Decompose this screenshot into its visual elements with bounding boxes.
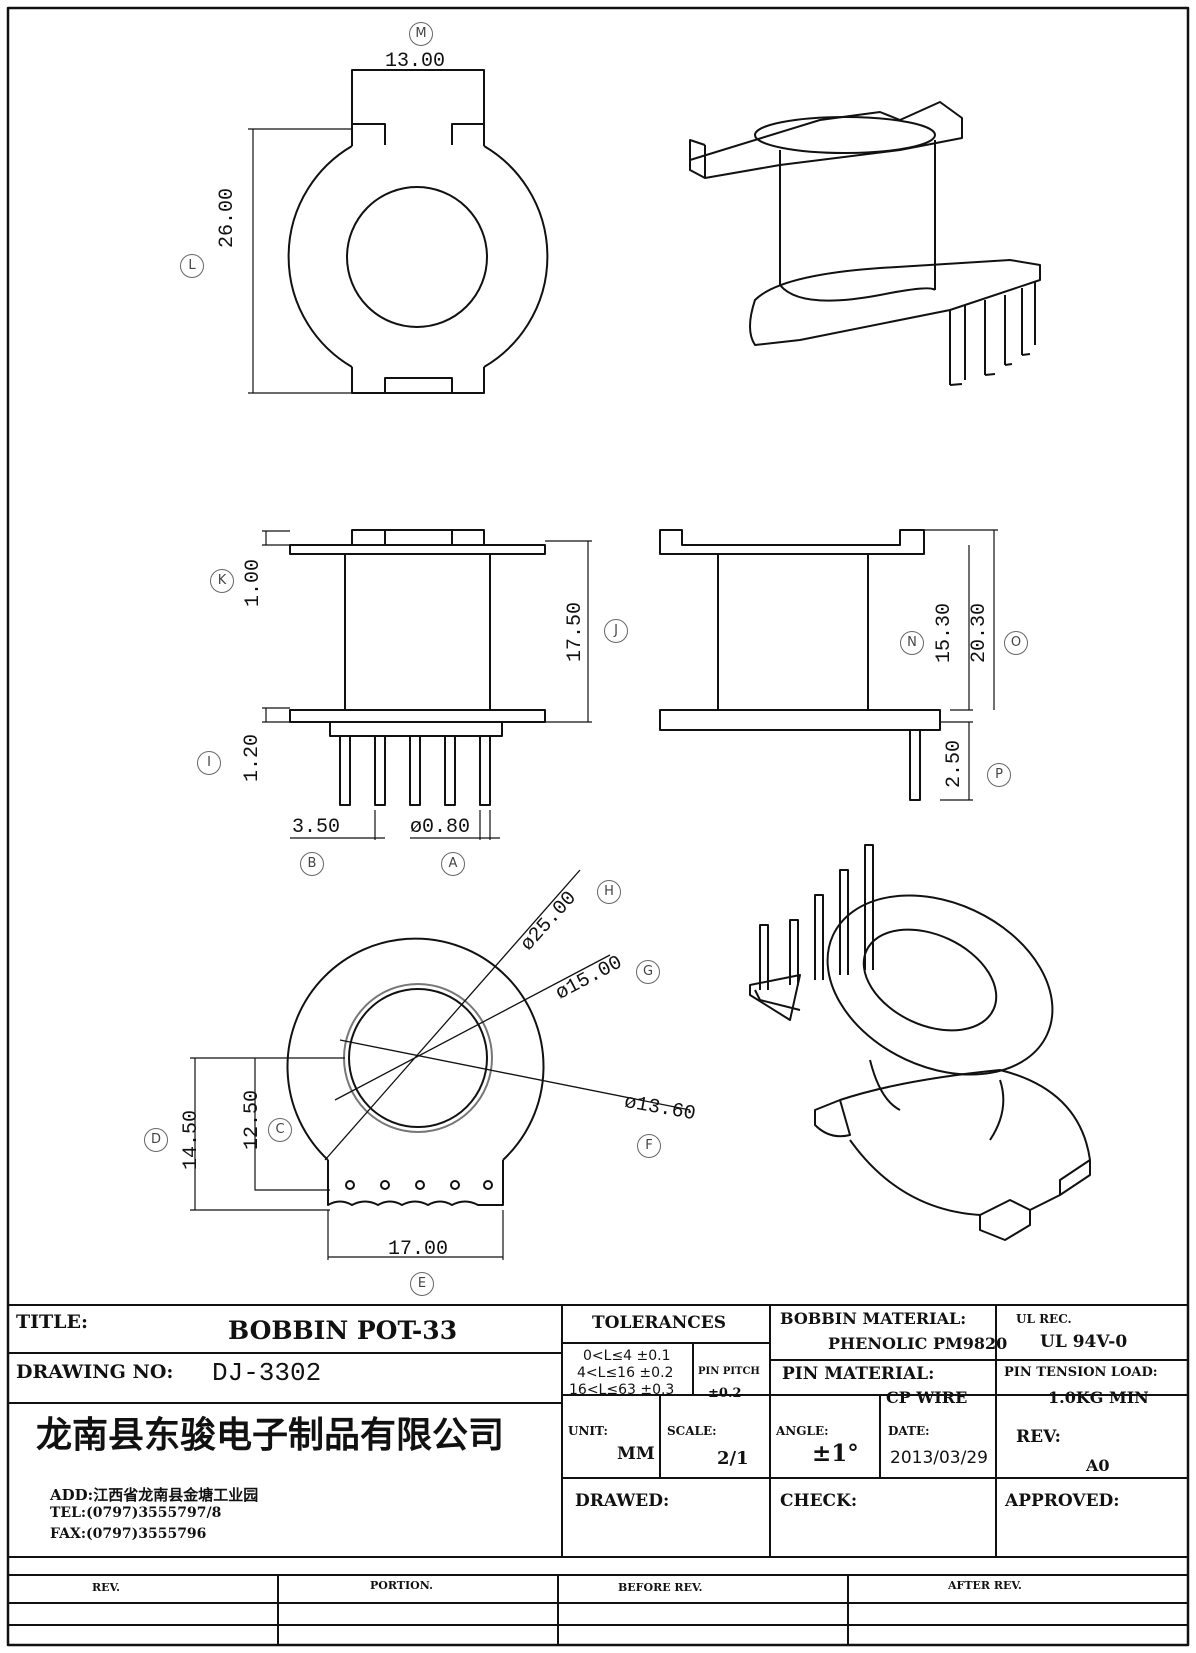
marker-e: E	[410, 1272, 434, 1296]
pin-pitch-value: ±0.2	[708, 1386, 742, 1401]
marker-a: A	[441, 852, 465, 876]
bobbin-material-label: BOBBIN MATERIAL:	[780, 1309, 967, 1328]
drawing-border	[6, 6, 1190, 1647]
tolerance-1: 0<L≤4 ±0.1	[583, 1348, 671, 1364]
pin-material-label: PIN MATERIAL:	[782, 1364, 935, 1384]
side-view-right	[659, 529, 998, 801]
front-view	[248, 69, 549, 394]
unit-value: MM	[617, 1444, 655, 1464]
marker-b: B	[300, 852, 324, 876]
pin-material-value: CP WIRE	[886, 1388, 968, 1407]
dim-i: 1.20	[241, 733, 264, 782]
company-name: 龙南县东骏电子制品有限公司	[36, 1414, 505, 1456]
telephone: TEL:(0797)3555797/8	[50, 1505, 222, 1521]
rev-value: A0	[1086, 1456, 1110, 1475]
portion-column-header: PORTION.	[370, 1579, 433, 1592]
dim-l: 26.00	[216, 187, 239, 248]
drawing-no-label: DRAWING NO:	[16, 1361, 174, 1383]
isometric-view-top	[689, 101, 1041, 386]
marker-n: N	[900, 631, 924, 655]
dim-a: ø0.80	[410, 816, 471, 839]
title-label: TITLE:	[16, 1311, 89, 1333]
ul-value: UL 94V-0	[1040, 1332, 1128, 1352]
dim-b: 3.50	[292, 816, 341, 839]
approved-label: APPROVED:	[1005, 1491, 1120, 1511]
date-value: 2013/03/29	[890, 1448, 988, 1468]
dim-p: 2.50	[943, 739, 966, 788]
marker-f: F	[637, 1134, 661, 1158]
bottom-view	[190, 869, 691, 1260]
angle-value: ±1°	[812, 1440, 859, 1467]
marker-h: H	[597, 880, 621, 904]
address: ADD:江西省龙南县金塘工业园	[50, 1486, 259, 1504]
scale-value: 2/1	[717, 1448, 749, 1469]
dim-n: 15.30	[933, 602, 956, 663]
marker-g: G	[636, 960, 660, 984]
tolerance-2: 4<L≤16 ±0.2	[577, 1365, 674, 1381]
dim-c: 12.50	[241, 1089, 264, 1150]
date-label: DATE:	[888, 1424, 930, 1438]
fax: FAX:(0797)3555796	[50, 1526, 207, 1542]
marker-m: M	[409, 22, 433, 46]
before-rev-column-header: BEFORE REV.	[618, 1581, 703, 1594]
side-view-pins	[262, 529, 592, 840]
drawing-no-value: DJ-3302	[212, 1358, 322, 1388]
marker-k: K	[210, 569, 234, 593]
dim-o: 20.30	[968, 602, 991, 663]
marker-d: D	[144, 1128, 168, 1152]
scale-label: SCALE:	[667, 1424, 717, 1438]
ul-label: UL REC.	[1016, 1312, 1072, 1326]
marker-o: O	[1004, 631, 1028, 655]
marker-c: C	[268, 1118, 292, 1142]
after-rev-column-header: AFTER REV.	[948, 1579, 1022, 1592]
bobbin-material-value: PHENOLIC PM9820	[828, 1334, 1008, 1353]
marker-l: L	[180, 254, 204, 278]
dim-j: 17.50	[564, 601, 587, 662]
dim-k: 1.00	[242, 558, 265, 607]
dim-m: 13.00	[385, 50, 446, 73]
angle-label: ANGLE:	[776, 1424, 829, 1438]
dim-e: 17.00	[388, 1238, 449, 1261]
dim-d: 14.50	[180, 1109, 203, 1170]
marker-j: J	[604, 619, 628, 643]
marker-p: P	[987, 763, 1011, 787]
marker-i: I	[197, 751, 221, 775]
unit-label: UNIT:	[568, 1424, 608, 1438]
pin-pitch-label: PIN PITCH	[698, 1366, 760, 1377]
tolerance-3: 16<L≤63 ±0.3	[569, 1382, 675, 1398]
tolerances-label: TOLERANCES	[592, 1313, 726, 1333]
isometric-view-bottom	[749, 844, 1091, 1241]
drawed-label: DRAWED:	[575, 1491, 670, 1511]
rev-label: REV:	[1016, 1427, 1061, 1447]
pin-tension-label: PIN TENSION LOAD:	[1004, 1365, 1158, 1380]
rev-column-header: REV.	[92, 1581, 120, 1594]
pin-tension-value: 1.0KG MIN	[1048, 1388, 1149, 1407]
title-block-lines	[8, 1304, 1188, 1645]
title-value: BOBBIN POT-33	[228, 1316, 458, 1345]
check-label: CHECK:	[780, 1491, 858, 1511]
